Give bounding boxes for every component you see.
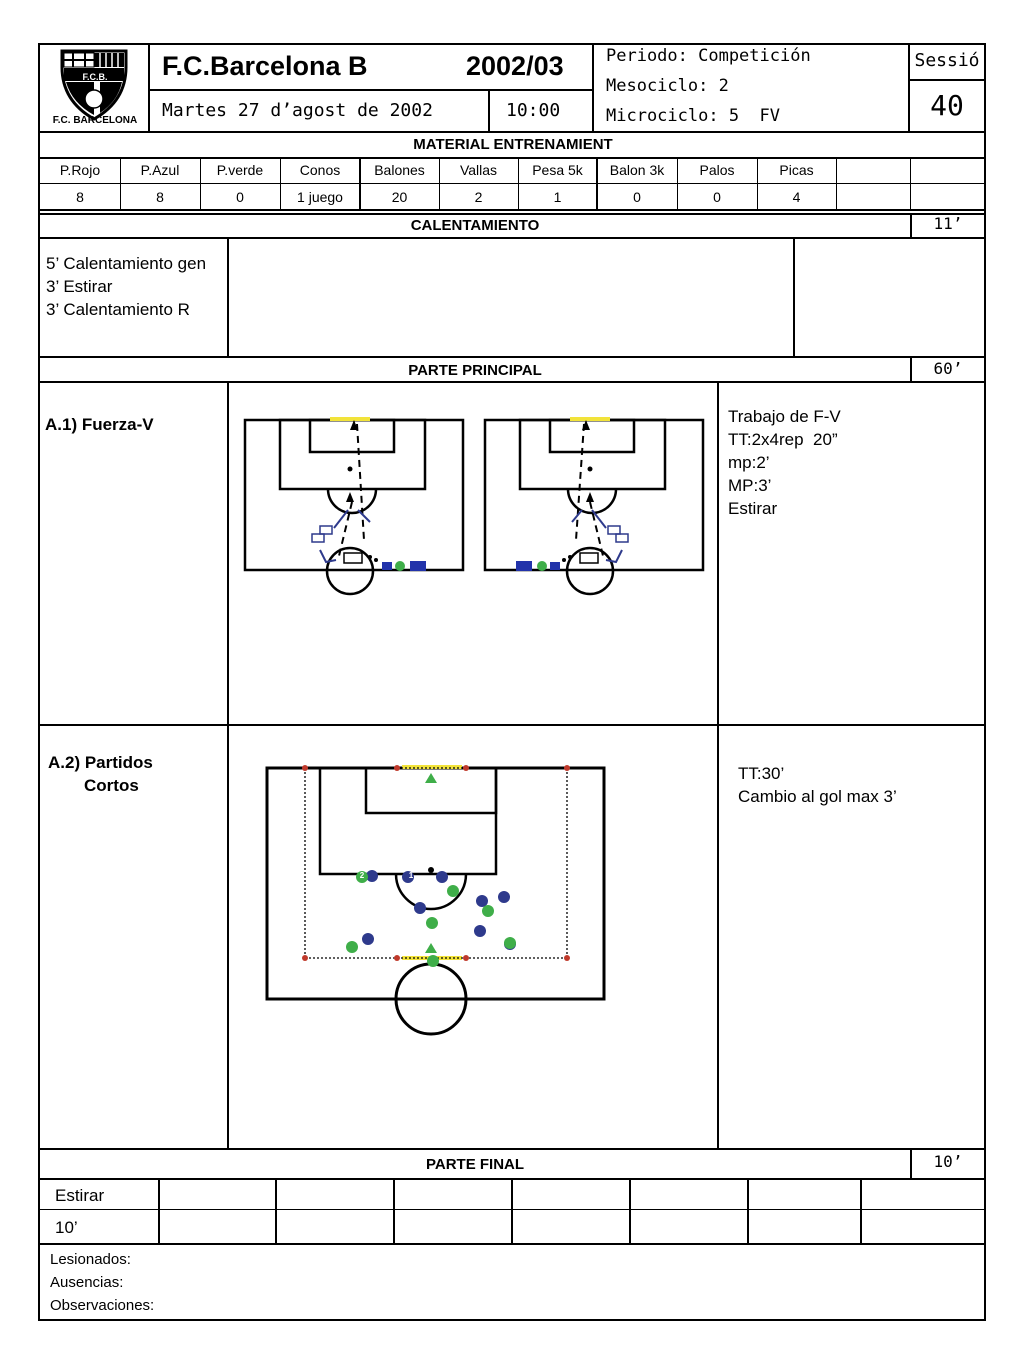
warmup-line-2: 3’ Estirar [46,277,113,296]
session-sheet: F.C.B. F.C. BARCELONA F.C.Barcelona B 20… [38,43,986,1321]
final-time: 10’ [933,1152,963,1171]
material-header: P.Rojo [59,162,101,178]
calentamiento-title: CALENTAMIENTO [410,217,540,234]
material-title: MATERIAL ENTRENAMIENT [413,136,613,153]
mesociclo: Mesociclo: 2 [606,76,729,96]
material-value: 0 [236,189,244,205]
a2-label-line-1: A.2) Partidos [48,753,153,772]
calentamiento-time: 11’ [933,214,963,233]
final-row-1: Estirar [55,1186,105,1205]
observaciones-label: Observaciones: [50,1297,155,1314]
session-time: 10:00 [506,100,561,121]
material-value: 8 [156,189,164,205]
material-value: 2 [474,189,483,205]
periodo: Periodo: Competición [606,46,811,66]
material-value: 1 [553,189,562,205]
a1-note-5: Estirar [728,499,778,518]
team-name: F.C.Barcelona B [162,51,368,81]
goal-mark [330,417,370,421]
material-header: Palos [699,162,735,178]
material-value: 0 [713,189,721,205]
lesionados-label: Lesionados: [50,1251,131,1268]
material-header: Pesa 5k [532,162,583,178]
a1-note-3: mp:2’ [728,453,770,472]
principal-time: 60’ [933,359,963,378]
club-crest: F.C.B. F.C. BARCELONA [40,45,150,131]
a1-note-4: MP:3’ [728,476,772,495]
session-label: Sessió [914,50,980,71]
warmup-line-3: 3’ Calentamiento R [46,300,190,319]
material-value: 4 [792,189,801,205]
session-date: Martes 27 d’agost de 2002 [162,100,433,121]
a2-match-diagram [265,765,606,1036]
crest-icon [60,49,128,121]
a1-drill-diagram-right [483,417,705,596]
material-value: 0 [633,189,641,205]
material-header: Conos [299,162,341,178]
crest-text: F.C.B. [82,72,108,82]
a1-note-1: Trabajo de F-V [728,407,841,426]
player-number-team-2: 2 [359,871,365,880]
material-value: 8 [76,189,84,205]
material-value: 1 juego [297,189,343,205]
a1-label: A.1) Fuerza-V [45,415,154,434]
a2-label-line-2: Cortos [84,776,139,795]
principal-title: PARTE PRINCIPAL [408,362,542,379]
material-header: Picas [779,162,814,178]
material-header: Balones [374,162,425,178]
material-header: P.Azul [140,162,180,178]
material-header: P.verde [216,162,264,178]
a1-note-2: TT:2x4rep 20” [728,430,838,449]
material-header: Balon 3k [609,162,665,178]
microciclo: Microciclo: 5 FV [606,106,780,126]
session-number: 40 [930,89,964,122]
a2-note-1: TT:30’ [738,764,785,783]
material-value: 20 [391,189,408,205]
material-header: Vallas [459,162,498,178]
final-row-2: 10’ [55,1218,78,1237]
ausencias-label: Ausencias: [50,1274,124,1291]
final-title: PARTE FINAL [425,1156,525,1173]
a2-note-2: Cambio al gol max 3’ [738,787,897,806]
a1-drill-diagram-left [243,417,465,596]
season: 2002/03 [466,51,564,81]
crest-caption: F.C. BARCELONA [52,115,138,126]
goal-mark [570,417,610,421]
player-number-team-1: 1 [408,871,414,880]
warmup-line-1: 5’ Calentamiento gen [46,254,207,273]
